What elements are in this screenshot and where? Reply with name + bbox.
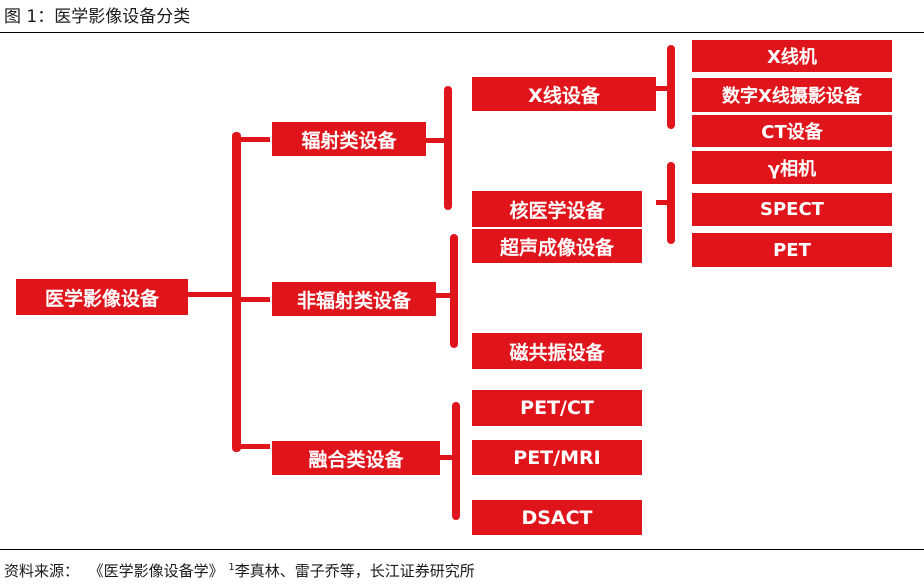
node-non-radiation-equipment: 非辐射类设备: [272, 282, 436, 316]
node-ct-equipment: CT设备: [692, 115, 892, 147]
node-pet-ct: PET/CT: [472, 390, 642, 426]
bottom-rule: [0, 549, 924, 550]
node-ultrasound-imaging-equipment: 超声成像设备: [472, 229, 642, 263]
node-fusion-equipment: 融合类设备: [272, 441, 440, 475]
source-book: 《医学影像设备学》: [88, 562, 224, 580]
node-mri-equipment: 磁共振设备: [472, 333, 642, 369]
node-xray-equipment: X线设备: [472, 77, 656, 111]
node-digital-radiography-equipment: 数字X线摄影设备: [692, 78, 892, 112]
source-label: 资料来源：: [4, 562, 80, 580]
node-spect: SPECT: [692, 193, 892, 226]
top-rule: [0, 32, 924, 33]
source-footnote-mark: 1: [228, 562, 235, 573]
node-medical-imaging-equipment: 医学影像设备: [16, 279, 188, 315]
node-pet-mri: PET/MRI: [472, 440, 642, 475]
source-note: 资料来源： 《医学影像设备学》 1李真林、雷子乔等，长江证券研究所: [4, 560, 475, 581]
node-nuclear-medicine-equipment: 核医学设备: [472, 191, 642, 227]
node-gamma-camera: γ相机: [692, 151, 892, 184]
node-pet: PET: [692, 233, 892, 267]
node-radiation-equipment: 辐射类设备: [272, 122, 426, 156]
figure-title: 图 1：医学影像设备分类: [4, 7, 191, 27]
source-authors: 李真林、雷子乔等，长江证券研究所: [234, 562, 475, 580]
node-dsact: DSACT: [472, 500, 642, 535]
node-xray-machine: X线机: [692, 40, 892, 72]
